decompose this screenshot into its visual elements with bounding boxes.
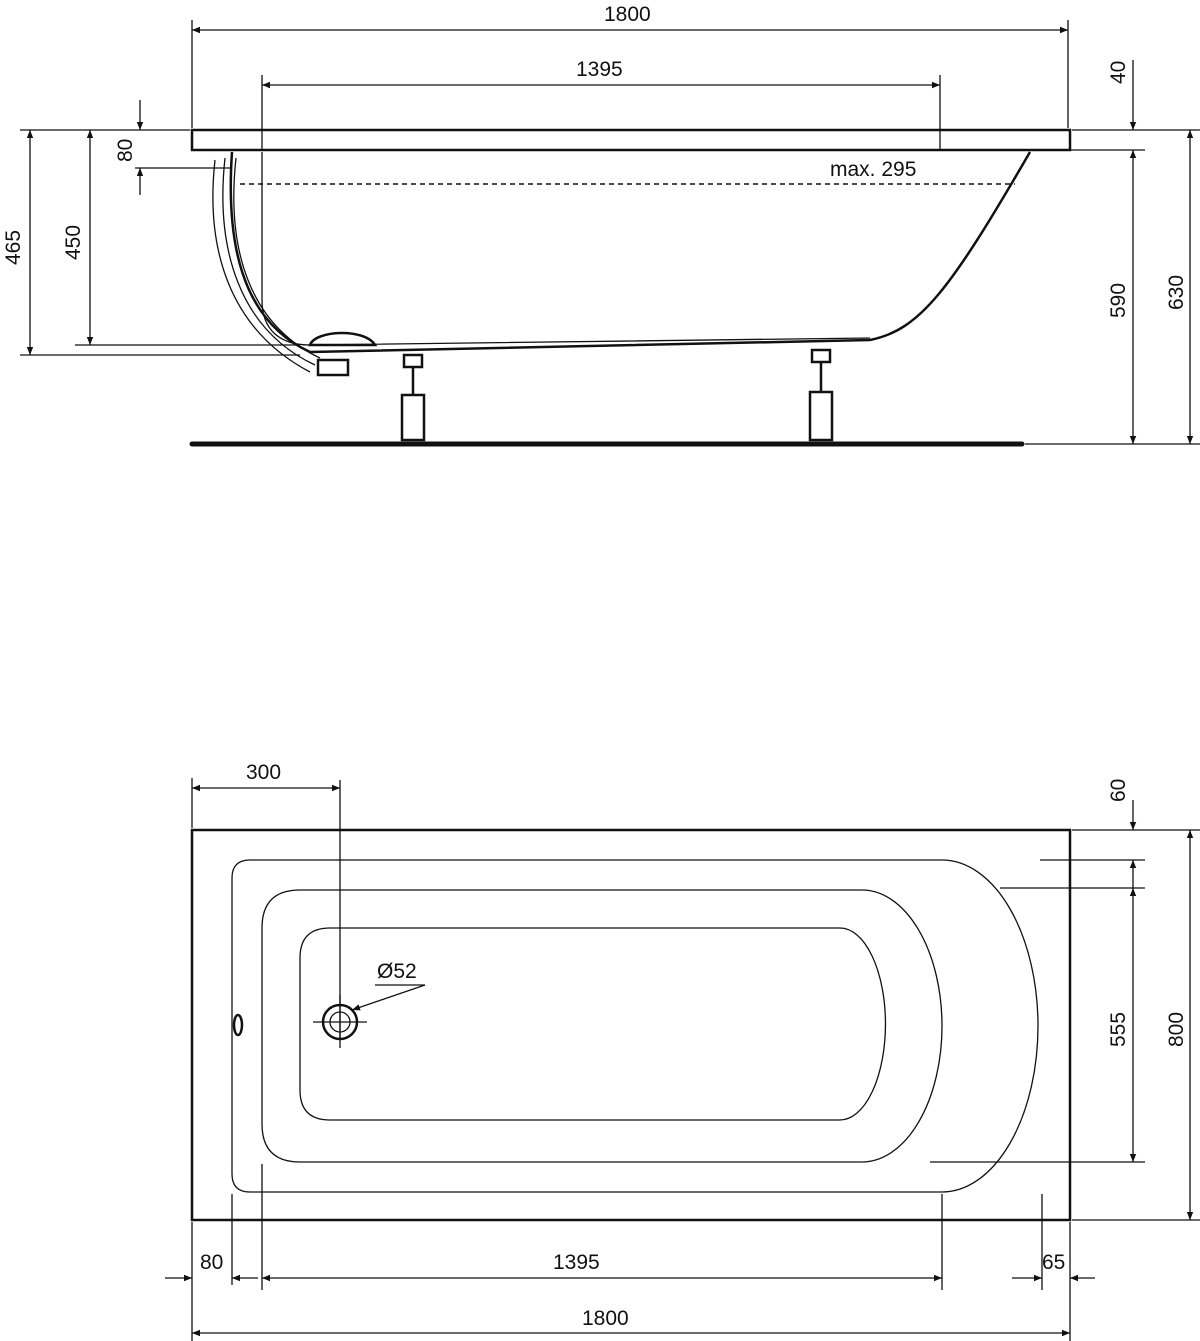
dim-630: 630 [1165,275,1188,310]
waste-pipe [212,157,321,373]
side-view: max. 295 1800 1395 465 450 80 40 590 630 [2,3,1200,447]
drain-fitting [308,331,378,377]
tub-outline [190,828,1072,1222]
dim-65: 65 [1042,1251,1065,1274]
dim-80-bottom: 80 [200,1251,223,1274]
dim-465: 465 [2,230,25,265]
dim-590: 590 [1107,283,1130,318]
tub-basin [299,927,887,1121]
dim-300: 300 [246,761,281,784]
dim-1800-bottom: 1800 [582,1307,629,1330]
dim-1395: 1395 [576,58,623,81]
leg-right [808,348,834,442]
max-water-label: max. 295 [830,158,916,181]
dim-drain-diameter: Ø52 [377,960,417,983]
dim-80: 80 [114,139,137,162]
dim-450: 450 [62,225,85,260]
dim-800: 800 [1165,1012,1188,1047]
dim-60: 60 [1107,779,1130,802]
overflow [232,1013,244,1037]
top-view: Ø52 300 60 555 800 80 1395 65 1800 [165,761,1200,1341]
dim-1800: 1800 [604,3,651,26]
dim-40: 40 [1107,61,1130,84]
tub-body [229,151,1032,354]
leg-left [400,353,426,442]
tub-rim [190,128,1072,152]
dim-1395-bottom: 1395 [553,1251,600,1274]
dim-555: 555 [1107,1012,1130,1047]
